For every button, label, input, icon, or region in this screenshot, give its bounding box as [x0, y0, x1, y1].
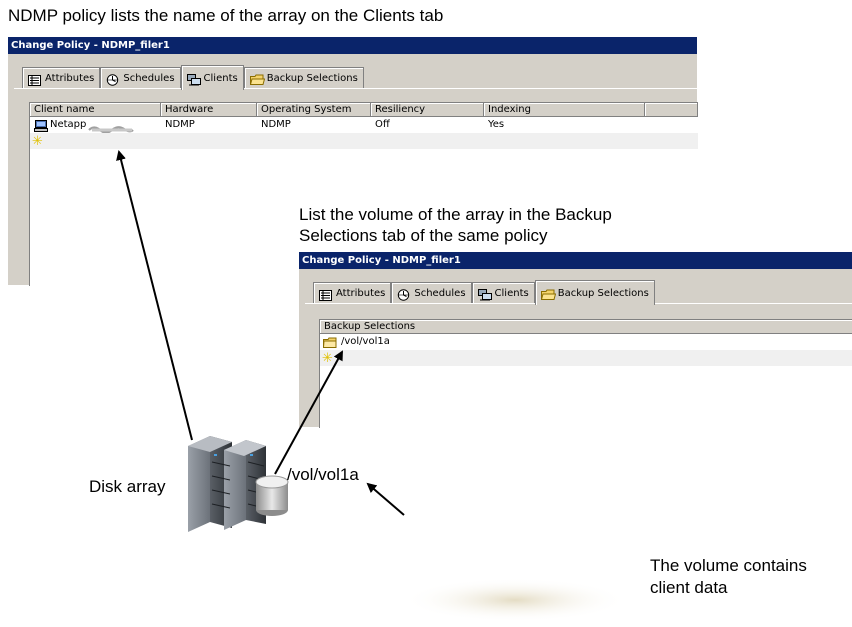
- tab-clients[interactable]: Clients: [471, 282, 535, 304]
- new-entry-star-icon: ✳: [322, 350, 333, 365]
- tab-label: Attributes: [336, 288, 386, 299]
- caption-backup-selections-line1: List the volume of the array in the Back…: [299, 205, 612, 224]
- tab-clients[interactable]: Clients: [180, 65, 244, 90]
- new-entry-row[interactable]: ✳: [30, 133, 698, 149]
- tab-label: Backup Selections: [266, 73, 358, 84]
- disk-array-label: Disk array: [89, 477, 166, 496]
- column-header-operating-system[interactable]: Operating System: [257, 103, 371, 117]
- schedules-icon: [106, 73, 119, 86]
- column-header-client-name[interactable]: Client name: [30, 103, 161, 117]
- new-entry-star-icon: ✳: [32, 133, 43, 148]
- list-item[interactable]: /vol/vol1a: [320, 335, 852, 349]
- tab-schedules[interactable]: Schedules: [391, 282, 472, 304]
- window-title: Change Policy - NDMP_filer1: [8, 37, 697, 54]
- table-row[interactable]: Netapp NDMP NDMP Off Yes: [30, 118, 698, 134]
- hardware-cell: NDMP: [165, 119, 195, 130]
- volume-label: /vol/vol1a: [287, 465, 359, 484]
- client-servers-icon: [400, 510, 630, 622]
- column-header-hardware[interactable]: Hardware: [161, 103, 257, 117]
- caption-backup-selections-line2: Selections tab of the same policy: [299, 226, 548, 245]
- change-policy-window-clients: Change Policy - NDMP_filer1 Attributes S…: [8, 37, 698, 286]
- tab-label: Backup Selections: [557, 287, 649, 299]
- new-entry-row[interactable]: ✳: [320, 350, 852, 366]
- tab-attributes[interactable]: Attributes: [313, 282, 392, 304]
- backup-selections-icon: [540, 288, 556, 300]
- tab-backup-selections[interactable]: Backup Selections: [243, 67, 364, 89]
- clients-caption-line1: The volume contains: [650, 556, 807, 575]
- client-name-cell: Netapp: [50, 119, 87, 130]
- caption-clients-tab: NDMP policy lists the name of the array …: [8, 6, 444, 25]
- tab-schedules[interactable]: Schedules: [100, 67, 181, 89]
- attributes-icon: [319, 288, 332, 301]
- tab-label: Schedules: [414, 288, 466, 299]
- attributes-icon: [28, 73, 41, 86]
- tab-label: Clients: [494, 288, 529, 299]
- window-title: Change Policy - NDMP_filer1: [299, 252, 852, 269]
- tab-label: Schedules: [123, 73, 175, 84]
- schedules-icon: [397, 288, 410, 301]
- backup-selection-path: /vol/vol1a: [341, 336, 390, 347]
- tab-backup-selections[interactable]: Backup Selections: [534, 280, 655, 305]
- column-header-blank: [645, 103, 698, 117]
- clients-icon: [477, 288, 492, 301]
- column-header-resiliency[interactable]: Resiliency: [371, 103, 484, 117]
- tab-label: Attributes: [45, 73, 95, 84]
- redacted-client-suffix: [88, 121, 134, 134]
- change-policy-window-backup-selections: Change Policy - NDMP_filer1 Attributes S…: [299, 252, 852, 428]
- clients-caption-line2: client data: [650, 578, 728, 597]
- backup-selections-list[interactable]: Backup Selections /vol/vol1a ✳: [319, 319, 852, 428]
- column-header-backup-selections[interactable]: Backup Selections: [320, 320, 852, 334]
- folder-icon: [322, 336, 338, 354]
- resiliency-cell: Off: [375, 119, 390, 130]
- tab-attributes[interactable]: Attributes: [22, 67, 101, 89]
- disk-array-icon: [180, 432, 290, 537]
- tab-label: Clients: [203, 72, 238, 84]
- clients-icon: [186, 73, 201, 85]
- os-cell: NDMP: [261, 119, 291, 130]
- arrow-clients-to-volume: [366, 482, 405, 516]
- indexing-cell: Yes: [488, 119, 505, 130]
- client-computer-icon: [34, 119, 48, 137]
- backup-selections-icon: [249, 73, 265, 85]
- column-header-indexing[interactable]: Indexing: [484, 103, 645, 117]
